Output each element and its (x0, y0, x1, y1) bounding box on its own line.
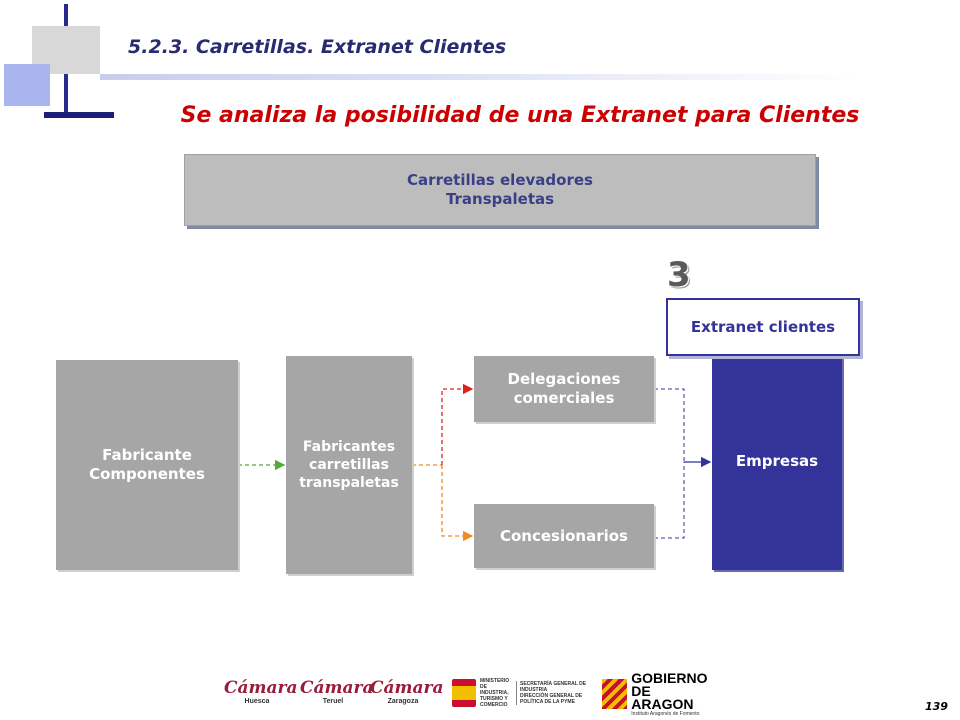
node-label: Fabricantes (302, 439, 396, 455)
slide-title: Se analiza la posibilidad de una Extrane… (180, 103, 860, 128)
arrow-to-concesionarios (441, 465, 474, 542)
node-concesionarios: Concesionarios (474, 504, 654, 568)
logo-city: Teruel (322, 698, 344, 705)
node-label: comerciales (513, 389, 615, 407)
section-title: 5.2.3. Carretillas. Extranet Clientes (128, 36, 507, 58)
header-deco-line (64, 74, 68, 114)
node-fabricantes-carretillas: Fabricantes carretillas transpaletas (286, 356, 412, 574)
camara-zaragoza-logo: Cámara Zaragoza (370, 678, 444, 705)
gobierno-aragon-logo: GOBIERNO DE ARAGON Instituto Aragonés de… (602, 669, 714, 717)
logo-text: Cámara (224, 678, 298, 698)
node-label: carretillas (309, 457, 389, 473)
page-number: 139 (925, 700, 948, 713)
header-deco-line (44, 112, 114, 118)
node-label: Delegaciones (507, 370, 621, 388)
ministerio-logo: MINISTERIO DE INDUSTRIA, TURISMO Y COMER… (452, 676, 590, 710)
coat-of-arms-icon (452, 679, 476, 707)
node-label: transpaletas (299, 475, 399, 491)
aragon-flag-icon (602, 679, 628, 709)
node-label: Fabricante (102, 446, 192, 464)
logo-text: Cámara (300, 678, 374, 698)
line-delegaciones-to-empresas (654, 388, 685, 462)
camara-huesca-logo: Cámara Huesca (224, 678, 298, 705)
banner-line: Carretillas elevadores (407, 171, 593, 189)
node-delegaciones: Delegaciones comerciales (474, 356, 654, 422)
node-empresas: Empresas (712, 352, 842, 570)
node-label: Componentes (89, 465, 205, 483)
camara-teruel-logo: Cámara Teruel (300, 678, 374, 705)
node-fabricante-componentes: Fabricante Componentes (56, 360, 238, 570)
logo-city: Huesca (244, 698, 270, 705)
secretaria-text: SECRETARÍA GENERAL DE INDUSTRIA DIRECCIÓ… (516, 681, 590, 705)
header-deco-line (64, 4, 68, 26)
arrow-to-delegaciones (441, 383, 474, 465)
ministerio-text: MINISTERIO DE INDUSTRIA, TURISMO Y COMER… (480, 678, 510, 708)
banner-line: Transpaletas (445, 190, 555, 208)
extranet-clientes-box: Extranet clientes (666, 298, 860, 356)
gobierno-text: GOBIERNO DE ARAGON Instituto Aragonés de… (631, 669, 708, 717)
header-deco-square-blue (4, 64, 50, 106)
line-concesionarios-to-empresas (654, 462, 685, 539)
product-banner: Carretillas elevadores Transpaletas (184, 154, 816, 226)
logo-city: Zaragoza (387, 698, 419, 705)
logo-text: Cámara (370, 678, 444, 698)
header-gradient-bar (100, 74, 860, 80)
step-number: 3 (667, 255, 691, 295)
